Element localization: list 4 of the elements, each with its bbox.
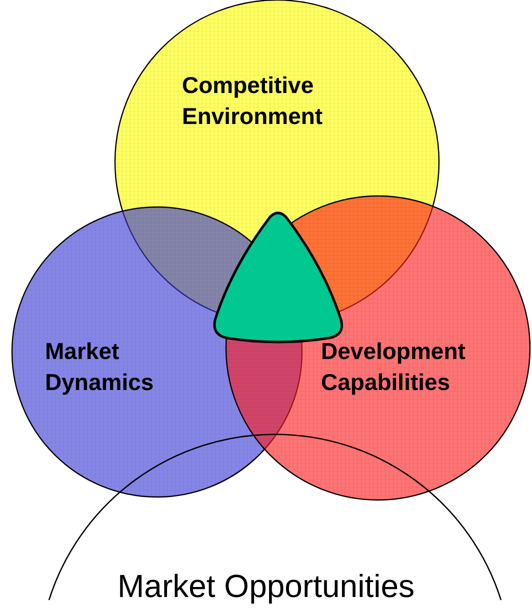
circle-label: Market Dynamics: [45, 337, 155, 397]
caption-label: Market Opportunities: [116, 567, 416, 606]
circle-label: Competitive Environment: [182, 71, 324, 131]
circle-label: Development Capabilities: [321, 337, 466, 397]
